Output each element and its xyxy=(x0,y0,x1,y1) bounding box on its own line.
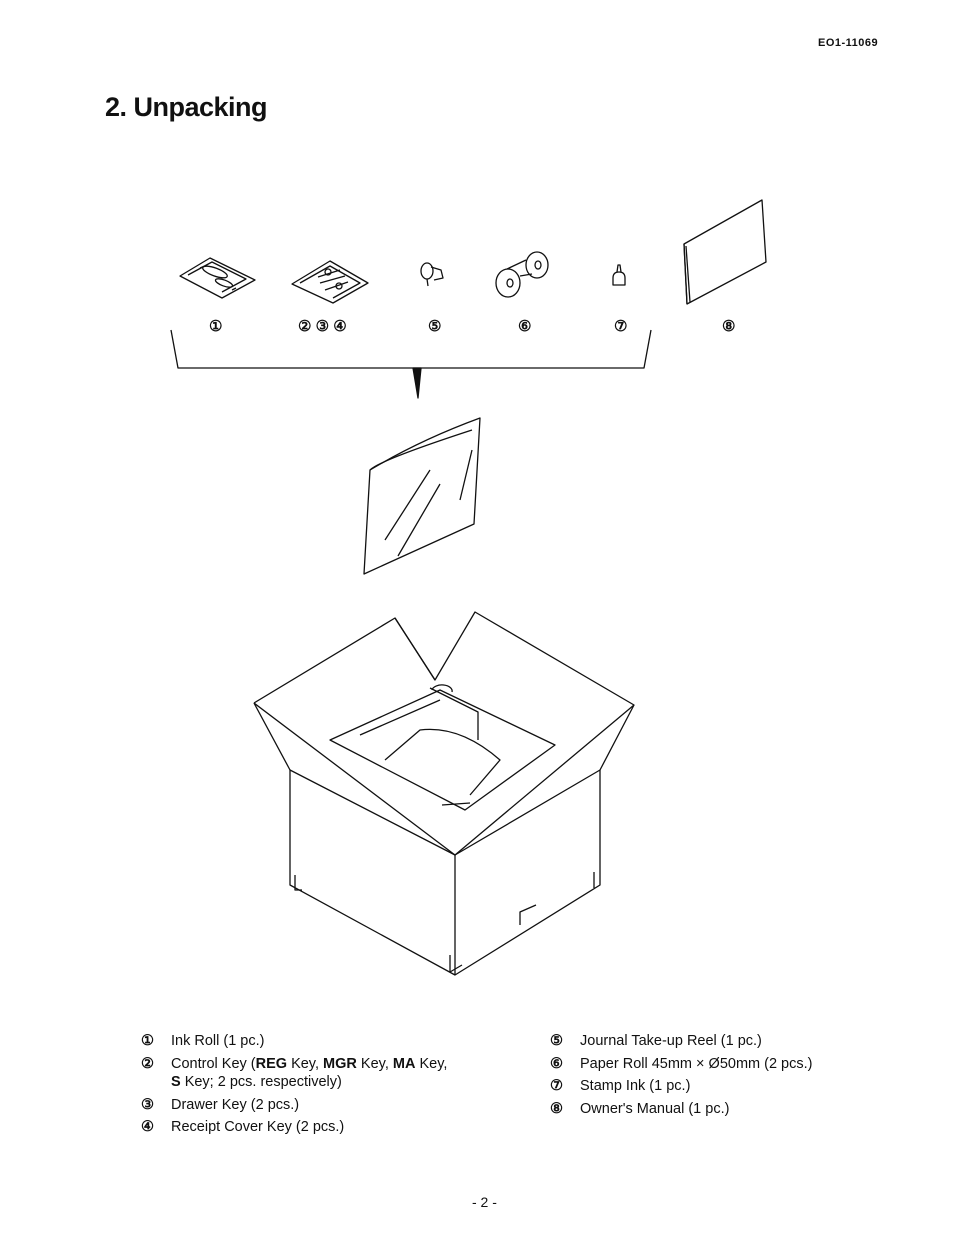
legend-label-continued: S Key; 2 pcs. respectively) xyxy=(141,1071,447,1094)
legend-text-part: Key, xyxy=(287,1055,324,1072)
legend-item: ① Ink Roll (1 pc.) xyxy=(141,1030,447,1053)
legend-item: ⑧ Owner's Manual (1 pc.) xyxy=(550,1098,812,1121)
document-number: EO1-11069 xyxy=(818,37,879,49)
legend-number: ④ xyxy=(141,1119,154,1135)
legend-text-part: Drawer Key (2 pcs.) xyxy=(171,1096,300,1113)
legend-text-part: MGR xyxy=(323,1055,357,1072)
ink-roll-bag xyxy=(179,257,256,299)
legend-label: Paper Roll 45mm × Ø50mm (2 pcs.) xyxy=(580,1053,812,1076)
legend-label: Drawer Key (2 pcs.) xyxy=(171,1094,299,1117)
page-title: 2. Unpacking xyxy=(105,92,268,122)
keys-bag xyxy=(291,260,369,304)
legend-text-part: Control Key ( xyxy=(171,1055,256,1072)
legend-label: Journal Take-up Reel (1 pc.) xyxy=(580,1030,762,1053)
legend-label: Ink Roll (1 pc.) xyxy=(171,1030,264,1053)
legend-label: Control Key (REG Key, MGR Key, MA Key, xyxy=(171,1053,447,1076)
legend-item: ② Control Key (REG Key, MGR Key, MA Key, xyxy=(141,1053,447,1076)
legend-text-part: Stamp Ink (1 pc.) xyxy=(580,1078,691,1094)
legend-number: ⑤ xyxy=(550,1033,563,1049)
callout-8: ⑧ xyxy=(722,318,736,335)
legend-item: ⑤ Journal Take-up Reel (1 pc.) xyxy=(550,1030,812,1053)
callout-5: ⑤ xyxy=(428,318,442,335)
stamp-ink-bottle xyxy=(612,264,626,286)
legend-item: ⑦ Stamp Ink (1 pc.) xyxy=(550,1075,812,1098)
callout-2-3-4: ② ③ ④ xyxy=(298,318,347,335)
legend-item: ③ Drawer Key (2 pcs.) xyxy=(141,1094,447,1117)
legend-text-part: Paper Roll 45mm × Ø50mm (2 pcs.) xyxy=(580,1055,813,1072)
page-number: - 2 - xyxy=(472,1194,497,1210)
legend-label: Stamp Ink (1 pc.) xyxy=(580,1075,690,1098)
legend-text-part: REG xyxy=(255,1055,288,1072)
items-bracket xyxy=(170,329,652,399)
legend-label: Owner's Manual (1 pc.) xyxy=(580,1098,729,1121)
legend-item: ④ Receipt Cover Key (2 pcs.) xyxy=(141,1116,447,1139)
legend-text-part: Receipt Cover Key (2 pcs.) xyxy=(171,1119,345,1135)
legend-number: ⑧ xyxy=(550,1100,563,1117)
legend-text-part: MA xyxy=(392,1055,416,1072)
legend-text-part: Key, xyxy=(415,1055,448,1072)
legend-number: ⑦ xyxy=(550,1078,563,1094)
legend-text-part: Key; 2 pcs. respectively) xyxy=(180,1074,342,1090)
callout-6: ⑥ xyxy=(518,318,532,335)
parts-legend-right: ⑤ Journal Take-up Reel (1 pc.) ⑥ Paper Roll… xyxy=(550,1030,812,1120)
legend-number: ⑥ xyxy=(550,1055,563,1072)
owners-manual xyxy=(683,199,767,305)
legend-text-part: Key, xyxy=(356,1055,393,1072)
paper-rolls xyxy=(495,251,549,298)
legend-number: ③ xyxy=(141,1096,154,1113)
take-up-reel xyxy=(420,262,444,287)
legend-label: Receipt Cover Key (2 pcs.) xyxy=(171,1116,344,1139)
callout-7: ⑦ xyxy=(614,318,628,335)
legend-text-part: Journal Take-up Reel (1 pc.) xyxy=(580,1033,762,1049)
callout-1: ① xyxy=(209,318,223,335)
plastic-bag xyxy=(363,417,481,575)
legend-text-part: Ink Roll (1 pc.) xyxy=(171,1033,265,1049)
parts-legend-left: ① Ink Roll (1 pc.) ② Control Key (REG Key, … xyxy=(141,1030,447,1139)
legend-text-part: S xyxy=(171,1074,181,1090)
cardboard-box xyxy=(253,611,635,976)
legend-text-part: Owner's Manual (1 pc.) xyxy=(580,1100,730,1117)
legend-item: ⑥ Paper Roll 45mm × Ø50mm (2 pcs.) xyxy=(550,1053,812,1076)
legend-number: ① xyxy=(141,1033,154,1049)
legend-number: ② xyxy=(141,1055,154,1072)
